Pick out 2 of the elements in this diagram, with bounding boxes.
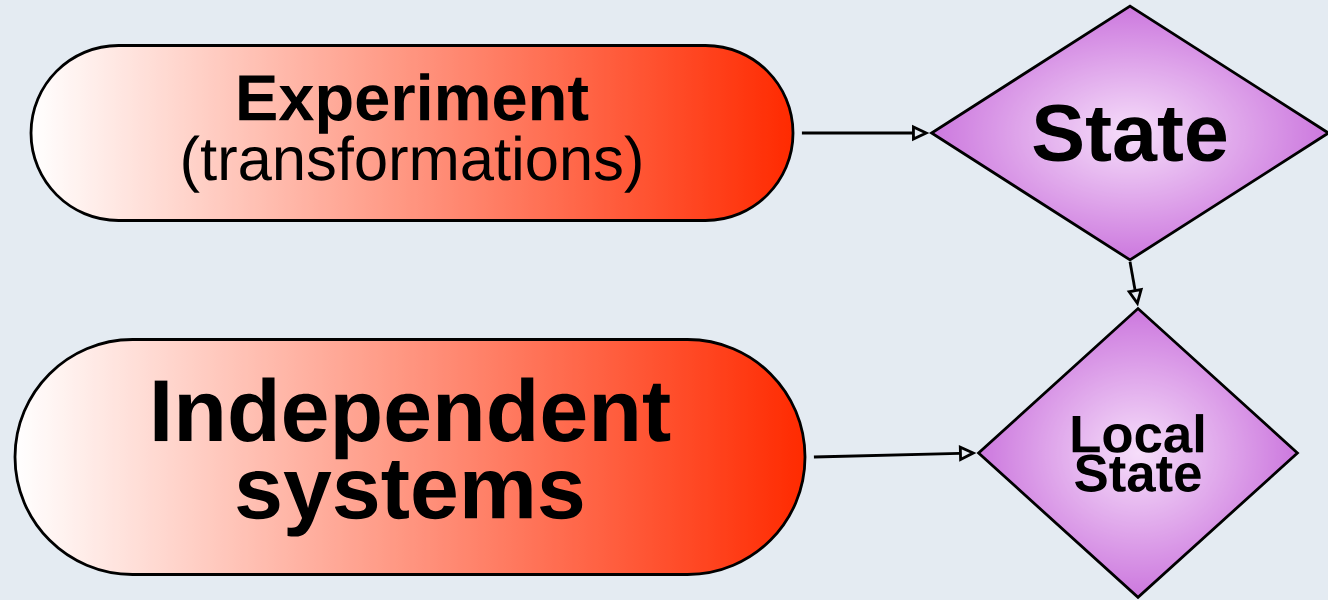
pill-box: Independent systems: [13, 338, 807, 576]
pill-box: Experiment (transformations): [29, 44, 795, 222]
